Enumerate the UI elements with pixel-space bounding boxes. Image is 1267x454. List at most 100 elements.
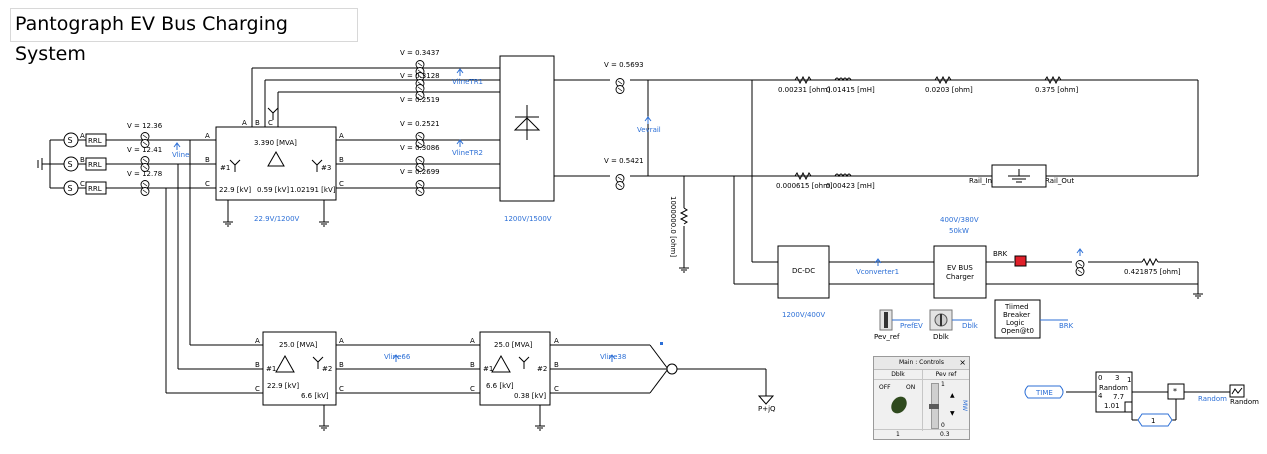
svg-text:1.01: 1.01 — [1104, 402, 1120, 410]
ac-source: S S S — [63, 132, 79, 196]
ev-bus-charger: EV BUS Charger — [933, 245, 987, 299]
graph-output-icon — [1229, 384, 1245, 398]
signal-pref-ev: PrefEV — [900, 322, 923, 330]
svg-text:S: S — [68, 184, 73, 193]
meter-reading: V = 0.5693 — [604, 61, 644, 69]
svg-text:22.9 [kV]: 22.9 [kV] — [219, 186, 251, 194]
svg-text:Logic: Logic — [1006, 319, 1024, 327]
svg-text:#1: #1 — [266, 365, 276, 373]
up-arrow-icon[interactable]: ▲ — [950, 392, 955, 399]
close-icon[interactable]: × — [959, 358, 966, 367]
line-r2-label: 0.0203 [ohm] — [925, 86, 973, 94]
signal-dblk: Dblk — [962, 322, 979, 330]
slider-unit-label: MW — [961, 399, 969, 412]
svg-text:B: B — [339, 361, 344, 369]
signal-arrow-icon — [644, 116, 652, 125]
svg-text:1: 1 — [1127, 376, 1131, 384]
controls-panel-values: 1 0.3 — [874, 429, 969, 439]
signal-vline38: Vline38 — [600, 353, 626, 361]
shunt-resistance-label: 1000000.0 [ohm] — [669, 196, 677, 257]
svg-text:C: C — [205, 180, 210, 188]
signal-random: Random — [1198, 395, 1227, 403]
constant-block — [1137, 413, 1173, 427]
svg-text:3: 3 — [1115, 374, 1119, 382]
diagram-title: Pantograph EV Bus Charging System — [10, 8, 358, 65]
svg-text:25.0 [MVA]: 25.0 [MVA] — [279, 341, 318, 349]
dcdc-caption: 1200V/400V — [782, 311, 825, 319]
svg-text:A: A — [205, 132, 210, 140]
resistor-icon — [680, 207, 688, 225]
svg-text:EV BUS: EV BUS — [947, 264, 973, 272]
svg-text:22.9 [kV]: 22.9 [kV] — [267, 382, 299, 390]
svg-text:C: C — [268, 119, 273, 127]
meter-reading: V = 0.2699 — [400, 168, 440, 176]
signal-arrow-icon — [456, 68, 464, 77]
svg-text:6.6 [kV]: 6.6 [kV] — [301, 392, 329, 400]
meter-reading: V = 0.2519 — [400, 96, 440, 104]
line-r4-label: 0.000615 [ohm] — [776, 182, 833, 190]
ground-symbol — [318, 221, 330, 227]
resistor-icon — [1141, 258, 1159, 266]
svg-text:S: S — [68, 136, 73, 145]
dblk-switch-knob[interactable] — [888, 393, 910, 417]
svg-text:A: A — [80, 132, 85, 140]
signal-vevrail: Vevrail — [637, 126, 661, 134]
junction-icon — [666, 363, 678, 375]
main-transformer: 3.390 [MVA] 22.9 [kV] 0.59 [kV] 1.02191 … — [215, 107, 337, 201]
rrl-label: RRL — [88, 137, 102, 145]
svg-text:#1: #1 — [483, 365, 493, 373]
ground-symbol — [318, 425, 330, 431]
tr-main-caption: 22.9V/1200V — [254, 215, 300, 223]
signal-arrow-icon — [874, 258, 882, 267]
svg-text:Random: Random — [1099, 384, 1128, 392]
svg-text:B: B — [554, 361, 559, 369]
signal-vline-tr2: VlineTR2 — [452, 149, 483, 157]
svg-text:0.38 [kV]: 0.38 [kV] — [514, 392, 546, 400]
svg-text:7.7: 7.7 — [1113, 393, 1124, 401]
load-resistor-label: 0.421875 [ohm] — [1124, 268, 1181, 276]
dblk-switch-icon[interactable] — [929, 309, 953, 331]
svg-text:A: A — [242, 119, 247, 127]
signal-vconverter1: Vconverter1 — [856, 268, 899, 276]
meter-icon — [615, 78, 625, 94]
svg-text:S: S — [68, 160, 73, 169]
ground-symbol — [222, 221, 234, 227]
dblk-control-label: Dblk — [874, 370, 922, 380]
rail-block — [991, 164, 1047, 188]
svg-text:A: A — [339, 132, 344, 140]
svg-text:Breaker: Breaker — [1003, 311, 1030, 319]
signal-vline: Vline — [172, 151, 189, 159]
breaker-label: BRK — [993, 250, 1008, 258]
marker-icon — [660, 342, 663, 345]
time-source: TIME — [1024, 385, 1064, 399]
svg-text:C: C — [470, 385, 475, 393]
meter-reading: V = 12.41 — [127, 146, 162, 154]
pev-ref-slider-thumb[interactable] — [929, 404, 939, 409]
svg-text:B: B — [205, 156, 210, 164]
line-r1-label: 0.00231 [ohm] — [778, 86, 830, 94]
svg-text:C: C — [339, 180, 344, 188]
signal-arrow-icon — [456, 139, 464, 148]
rrl-label: RRL — [88, 161, 102, 169]
down-arrow-icon[interactable]: ▼ — [950, 410, 955, 417]
constant-label: 1 — [1151, 417, 1155, 425]
transformer-66: 25.0 [MVA] 22.9 [kV] 6.6 [kV] #1 #2 — [262, 331, 337, 406]
charger-power: 50kW — [949, 227, 969, 235]
svg-text:B: B — [255, 361, 260, 369]
signal-arrow-icon — [173, 142, 181, 151]
meter-icon — [1075, 260, 1085, 276]
charger-rating: 400V/380V — [940, 216, 979, 224]
svg-text:A: A — [470, 337, 475, 345]
meter-reading: V = 12.78 — [127, 170, 162, 178]
pev-ref-slider-icon[interactable] — [879, 309, 893, 331]
ground-symbol — [678, 267, 690, 273]
svg-text:25.0 [MVA]: 25.0 [MVA] — [494, 341, 533, 349]
svg-text:C: C — [80, 180, 85, 188]
svg-text:Charger: Charger — [946, 273, 974, 281]
breaker-icon[interactable] — [1014, 255, 1027, 267]
svg-text:#1: #1 — [220, 164, 230, 172]
svg-text:6.6 [kV]: 6.6 [kV] — [486, 382, 514, 390]
load-label: P+jQ — [758, 405, 776, 413]
pev-ref-label: Pev_ref — [874, 333, 900, 341]
